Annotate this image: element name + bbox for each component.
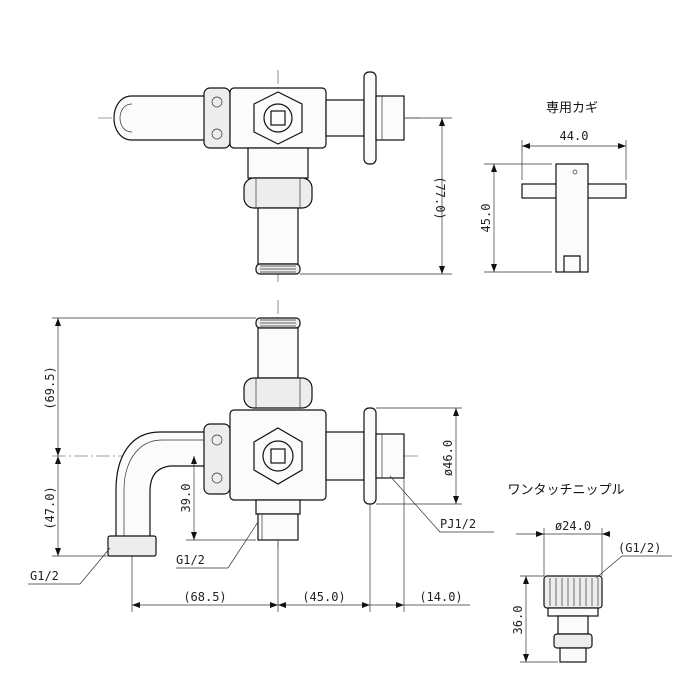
one-touch-nipple: ワンタッチニップル ø24.0 36.0 (G1/2) bbox=[507, 483, 672, 663]
top-view: (77.0) bbox=[98, 70, 452, 285]
label-inlet-thread: G1/2 bbox=[176, 553, 205, 567]
dim-front-upper: (69.5) bbox=[43, 366, 57, 409]
dim-front-lower: (47.0) bbox=[43, 486, 57, 529]
knurling bbox=[549, 578, 599, 606]
dim-nipple-dia: ø24.0 bbox=[555, 519, 591, 533]
front-view: (69.5) (47.0) 39.0 ø46.0 (68.5) (45.0) (… bbox=[28, 300, 494, 612]
special-key: 専用カギ 44.0 45.0 bbox=[479, 101, 627, 273]
dim-key-height: 45.0 bbox=[479, 204, 493, 233]
dim-spout-len: (68.5) bbox=[183, 590, 226, 604]
dim-body-len: (45.0) bbox=[302, 590, 345, 604]
dim-top-height: (77.0) bbox=[433, 176, 447, 219]
dim-flange-dia: ø46.0 bbox=[441, 440, 455, 476]
label-pj-thread: PJ1/2 bbox=[440, 517, 476, 531]
nipple-title: ワンタッチニップル bbox=[507, 483, 624, 498]
dim-nipple-height: 36.0 bbox=[511, 606, 525, 635]
dim-flange-len: (14.0) bbox=[419, 590, 462, 604]
label-nipple-thread: (G1/2) bbox=[618, 541, 661, 555]
key-title: 専用カギ bbox=[546, 101, 598, 116]
dim-inlet-height: 39.0 bbox=[179, 484, 193, 513]
label-outlet-thread: G1/2 bbox=[30, 569, 59, 583]
dim-key-width: 44.0 bbox=[560, 129, 589, 143]
